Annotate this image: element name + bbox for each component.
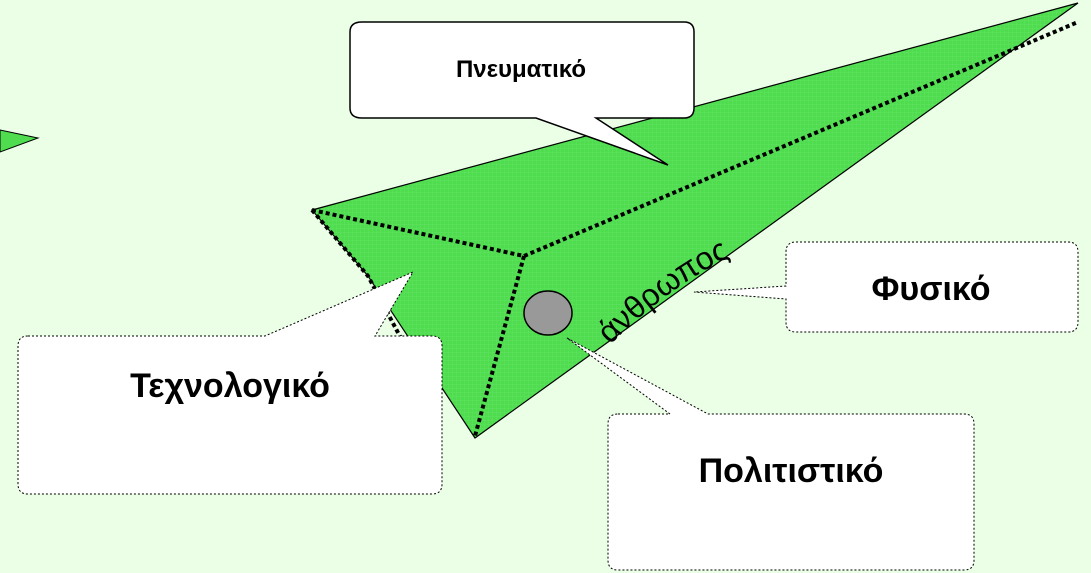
callout-physical (693, 241, 1079, 333)
left-wing-fragment (0, 129, 40, 153)
callout-spiritual-label: Πνευματικό (456, 56, 586, 83)
callout-technological-label: Τεχνολογικό (130, 367, 330, 405)
fold-line-top (311, 20, 1079, 259)
callout-spiritual (349, 21, 695, 166)
callout-cultural-label: Πολιτιστικό (699, 452, 884, 490)
fold-line-center (473, 255, 526, 437)
callout-cultural (566, 337, 975, 571)
human-dot (523, 290, 573, 336)
callout-technological (17, 270, 443, 495)
callout-physical-label: Φυσικό (872, 270, 991, 308)
